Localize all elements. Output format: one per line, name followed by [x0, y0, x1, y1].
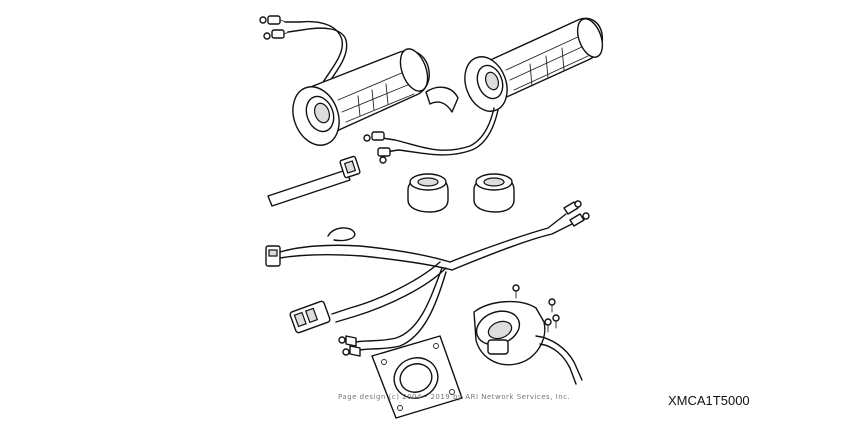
switch — [473, 300, 583, 385]
right-heated-grip — [381, 17, 604, 156]
right-grip-connector-b — [377, 147, 391, 164]
screws — [512, 284, 560, 333]
left-grip-connector-b — [263, 29, 290, 40]
copyright-notice: Page design (c) 2004 - 2019 by ARI Netwo… — [338, 393, 571, 401]
spacer-left — [407, 173, 449, 213]
switch-bracket — [371, 335, 463, 419]
grip-collar — [425, 86, 459, 113]
spacer-right — [473, 173, 515, 213]
right-grip-connector-a — [363, 131, 385, 142]
diagram-part-code: XMCA1T5000 — [668, 393, 750, 408]
cable-tie — [267, 155, 361, 207]
wire-harness — [265, 200, 590, 357]
left-grip-connector-a — [259, 15, 287, 25]
left-heated-grip — [259, 15, 430, 146]
